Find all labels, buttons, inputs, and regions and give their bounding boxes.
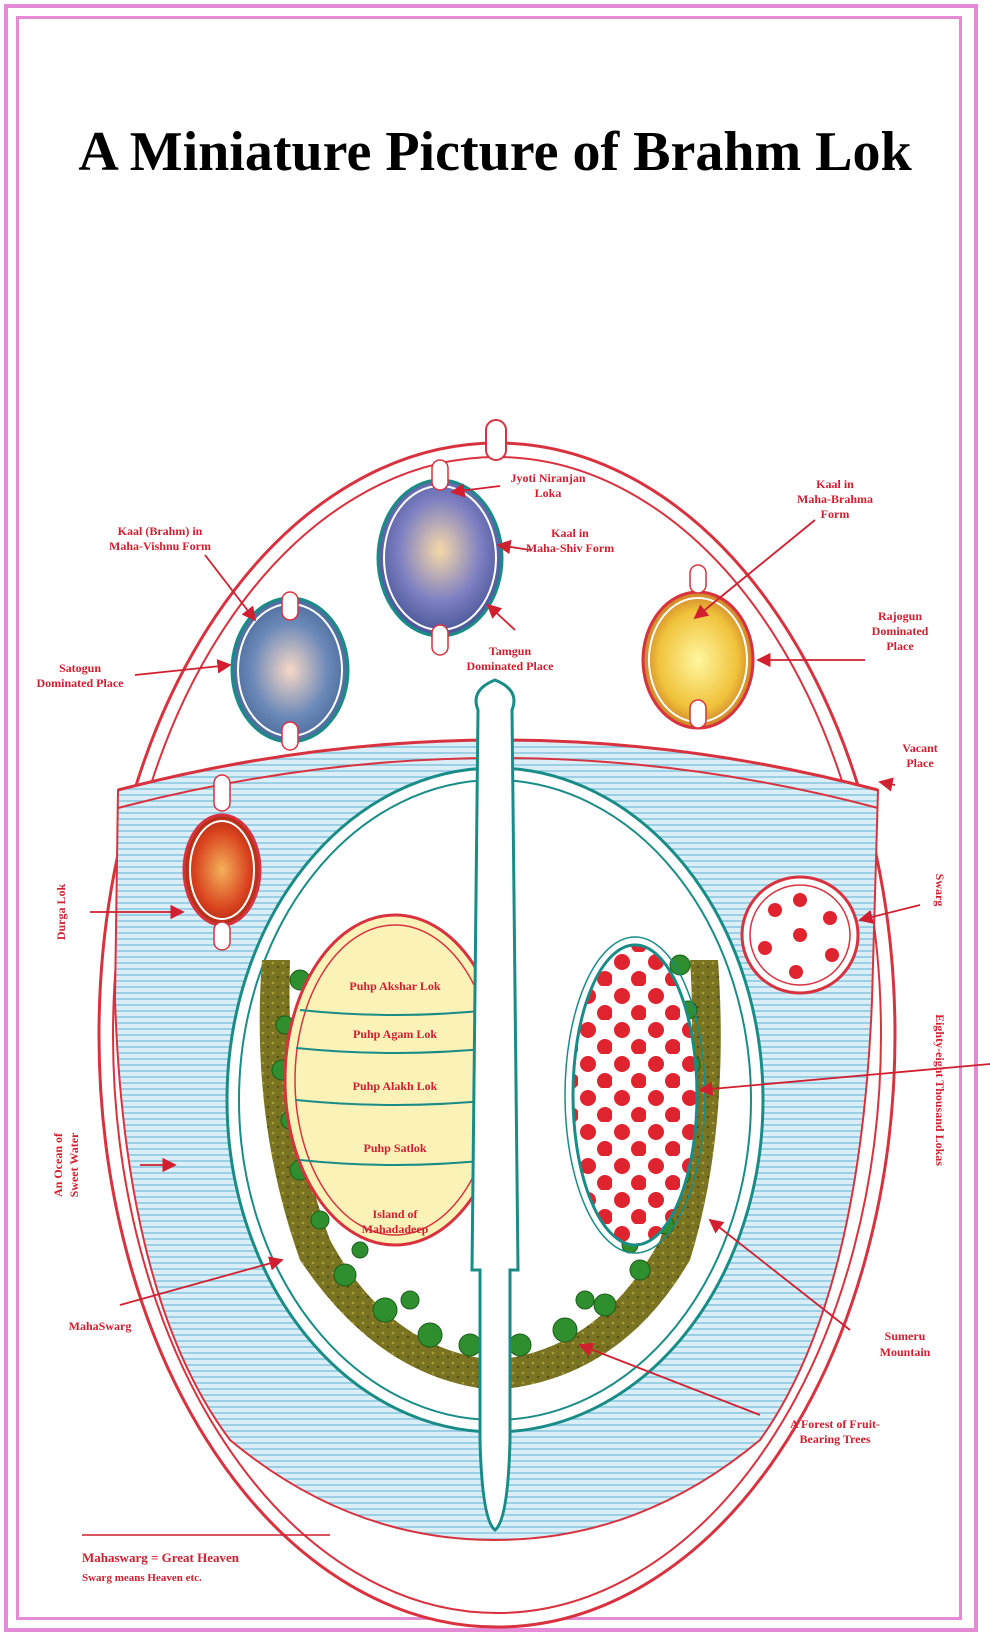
footer-line-2: Swarg means Heaven etc. (82, 1572, 202, 1584)
label-rajogun-2: Dominated (872, 624, 929, 638)
label-rajogun-3: Place (886, 639, 914, 653)
label-forest-2: Bearing Trees (800, 1432, 871, 1446)
label-lok-agam: Puhp Agam Lok (353, 1027, 437, 1041)
label-island-2: Mahadadeep (362, 1222, 429, 1236)
label-rajogun-1: Rajogun (878, 609, 922, 623)
label-island-1: Island of (372, 1207, 418, 1221)
label-kaal-shiv-1: Kaal in (551, 526, 589, 540)
label-ocean-1: An Ocean of (51, 1132, 65, 1197)
label-vacant-1: Vacant (902, 741, 938, 755)
label-vacant-2: Place (906, 756, 934, 770)
label-lok-akshar: Puhp Akshar Lok (349, 979, 440, 993)
label-lok-satlok: Puhp Satlok (363, 1141, 426, 1155)
label-kaal-vishnu-2: Maha-Vishnu Form (109, 539, 211, 553)
label-forest-1: A Forest of Fruit- (790, 1417, 880, 1431)
label-satogun-1: Satogun (59, 661, 101, 675)
label-maha-swarg: MahaSwarg (69, 1319, 132, 1333)
label-jyoti-1: Jyoti Niranjan (511, 471, 586, 485)
label-sumeru-1: Sumeru (885, 1329, 926, 1343)
label-kaal-shiv-2: Maha-Shiv Form (526, 541, 614, 555)
label-jyoti-2: Loka (535, 486, 562, 500)
eighty-eight-thousand-lokas (573, 945, 697, 1245)
label-kaal-brahma-3: Form (821, 507, 850, 521)
label-swarg: Swarg (933, 874, 947, 907)
label-satogun-2: Dominated Place (37, 676, 125, 690)
label-sumeru-2: Mountain (880, 1345, 931, 1359)
label-eighty-eight: Eighty-eight Thousand Lokas (933, 1014, 947, 1166)
label-kaal-brahma-1: Kaal in (816, 477, 854, 491)
label-lok-alakh: Puhp Alakh Lok (353, 1079, 438, 1093)
footer-line-1: Mahaswarg = Great Heaven (82, 1550, 239, 1566)
label-kaal-vishnu-1: Kaal (Brahm) in (118, 524, 203, 538)
label-ocean-2: Sweet Water (67, 1132, 81, 1197)
central-pillar (472, 680, 518, 1530)
label-tamgun-1: Tamgun (489, 644, 532, 658)
label-durga-lok: Durga Lok (54, 884, 68, 941)
top-gate (486, 420, 506, 460)
label-kaal-brahma-2: Maha-Brahma (797, 492, 873, 506)
label-tamgun-2: Dominated Place (467, 659, 555, 673)
